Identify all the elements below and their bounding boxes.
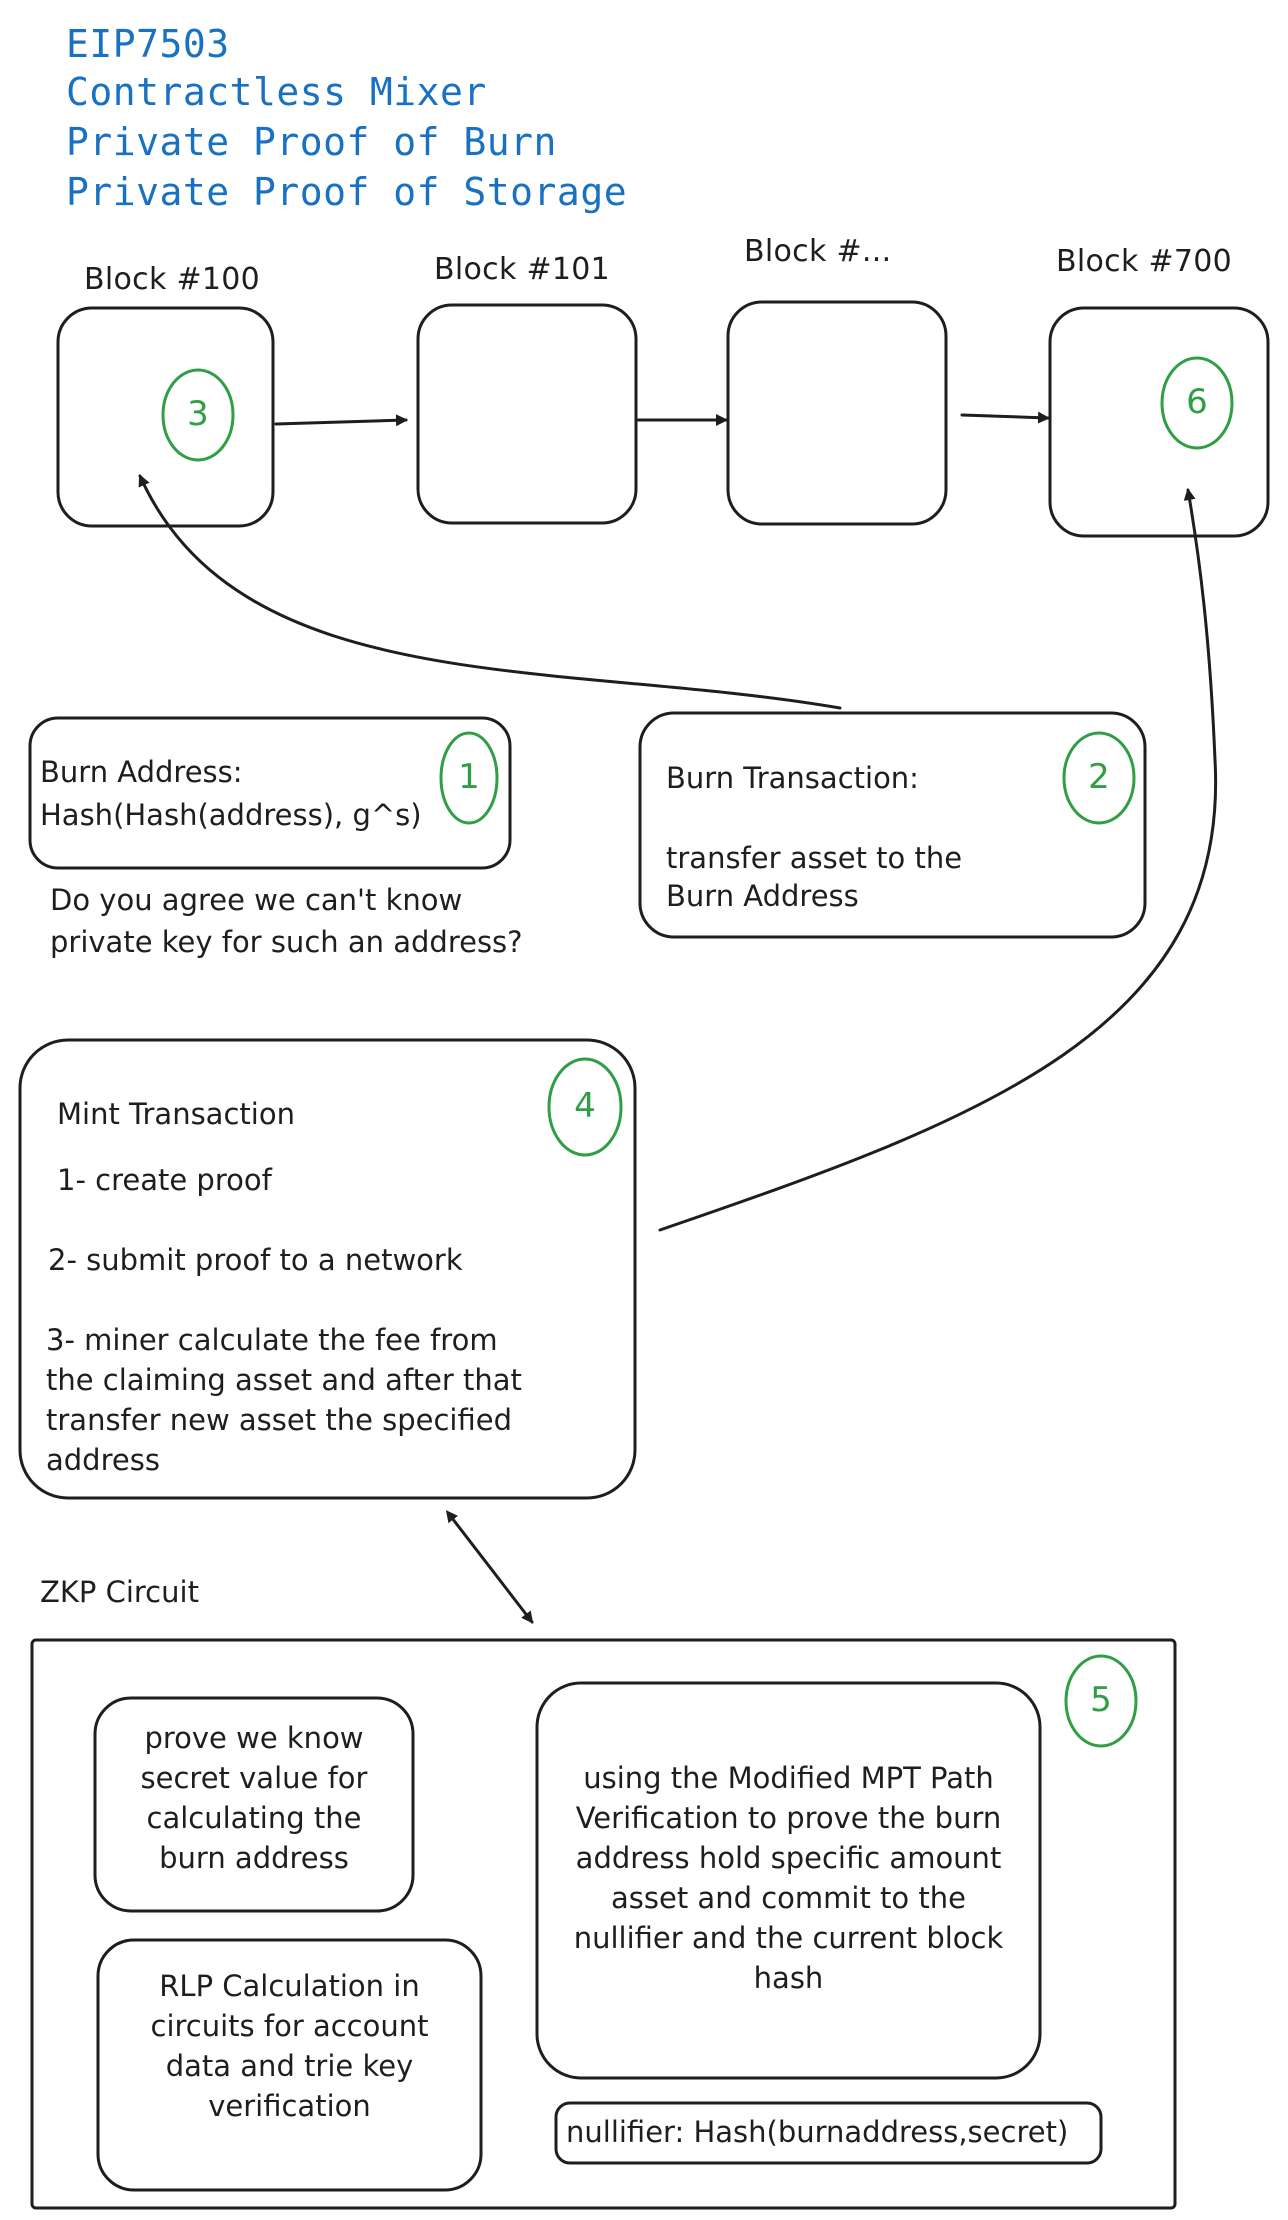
zkp-secret-line-4: burn address bbox=[159, 1841, 349, 1875]
marker-1: 1 bbox=[458, 757, 480, 797]
marker-circle-4 bbox=[547, 1057, 623, 1157]
burn-transaction-title: Burn Transaction: bbox=[666, 761, 919, 795]
marker-circle-2 bbox=[1062, 731, 1136, 825]
zkp-secret-line-1: prove we know bbox=[144, 1721, 364, 1755]
zkp-mpt-line-4: asset and commit to the bbox=[611, 1881, 966, 1915]
block-box-700 bbox=[1048, 306, 1270, 538]
zkp-mpt-line-3: address hold specific amount bbox=[575, 1841, 1002, 1875]
marker-4: 4 bbox=[574, 1086, 596, 1126]
burn-transaction-line-2: Burn Address bbox=[666, 879, 859, 913]
marker-circle-3 bbox=[161, 368, 235, 462]
block-label-101: Block #101 bbox=[434, 252, 611, 287]
zkp-secret-line-3: calculating the bbox=[146, 1801, 362, 1835]
zkp-mpt-line-1: using the Modified MPT Path bbox=[583, 1761, 994, 1795]
mint-transaction-title: Mint Transaction bbox=[57, 1097, 295, 1131]
zkp-mpt-line-6: hash bbox=[753, 1961, 824, 1995]
burn-transaction-box bbox=[638, 711, 1147, 939]
mint-zkp-double-arrow bbox=[445, 1510, 534, 1624]
marker-circle-6 bbox=[1160, 356, 1234, 450]
chain-arrow-3 bbox=[960, 411, 1050, 424]
burn-address-formula: Hash(Hash(address), g^s) bbox=[40, 798, 422, 832]
zkp-circuit-label: ZKP Circuit bbox=[40, 1575, 199, 1609]
marker-5: 5 bbox=[1090, 1680, 1112, 1720]
marker-circle-1 bbox=[439, 731, 499, 825]
block-label-100: Block #100 bbox=[84, 262, 261, 297]
mint-step-3-line-1: 3- miner calculate the fee from bbox=[46, 1323, 498, 1357]
zkp-rlp-line-2: circuits for account bbox=[150, 2009, 429, 2043]
zkp-secret-box bbox=[93, 1696, 415, 1913]
marker-6: 6 bbox=[1186, 382, 1208, 422]
marker-3: 3 bbox=[187, 394, 209, 434]
mint-transaction-box bbox=[18, 1038, 637, 1500]
zkp-rlp-line-4: verification bbox=[208, 2089, 371, 2123]
burn-to-block-100-arrow bbox=[138, 474, 842, 710]
marker-2: 2 bbox=[1088, 757, 1110, 797]
mint-step-1: 1- create proof bbox=[57, 1163, 272, 1197]
chain-arrow-1 bbox=[274, 414, 408, 427]
burn-transaction-line-1: transfer asset to the bbox=[666, 841, 963, 875]
zkp-mpt-line-5: nullifier and the current block bbox=[573, 1921, 1004, 1955]
title-eip: EIP7503 bbox=[66, 22, 230, 66]
burn-address-title: Burn Address: bbox=[40, 755, 243, 789]
zkp-mpt-line-2: Verification to prove the burn bbox=[575, 1801, 1002, 1835]
block-box-101 bbox=[416, 303, 638, 525]
zkp-circuit-frame bbox=[30, 1638, 1177, 2210]
mint-step-3-line-2: the claiming asset and after that bbox=[46, 1363, 522, 1397]
title-mixer: Contractless Mixer bbox=[66, 70, 487, 114]
zkp-rlp-box bbox=[96, 1938, 483, 2192]
block-label-700: Block #700 bbox=[1056, 244, 1233, 279]
zkp-secret-line-2: secret value for bbox=[140, 1761, 368, 1795]
mint-step-3-line-3: transfer new asset the specified bbox=[46, 1403, 513, 1437]
zkp-mpt-box bbox=[535, 1681, 1042, 2080]
burn-address-question-line-1: Do you agree we can't know bbox=[50, 883, 463, 917]
burn-address-box bbox=[28, 716, 512, 870]
mint-step-2: 2- submit proof to a network bbox=[48, 1243, 463, 1277]
block-box-ellipsis bbox=[726, 300, 948, 526]
block-label-ellipsis: Block #... bbox=[744, 234, 892, 269]
title-burn: Private Proof of Burn bbox=[66, 120, 557, 164]
nullifier-box bbox=[554, 2101, 1103, 2165]
zkp-rlp-line-3: data and trie key bbox=[165, 2049, 414, 2083]
mint-to-block-700-arrow bbox=[658, 488, 1218, 1232]
burn-address-question-line-2: private key for such an address? bbox=[50, 925, 523, 959]
mint-step-3-line-4: address bbox=[46, 1443, 160, 1477]
zkp-rlp-line-1: RLP Calculation in bbox=[159, 1969, 420, 2003]
block-box-100 bbox=[56, 306, 275, 528]
nullifier-formula: nullifier: Hash(burnaddress,secret) bbox=[566, 2115, 1069, 2149]
marker-circle-5 bbox=[1064, 1654, 1138, 1748]
title-storage: Private Proof of Storage bbox=[66, 170, 628, 214]
